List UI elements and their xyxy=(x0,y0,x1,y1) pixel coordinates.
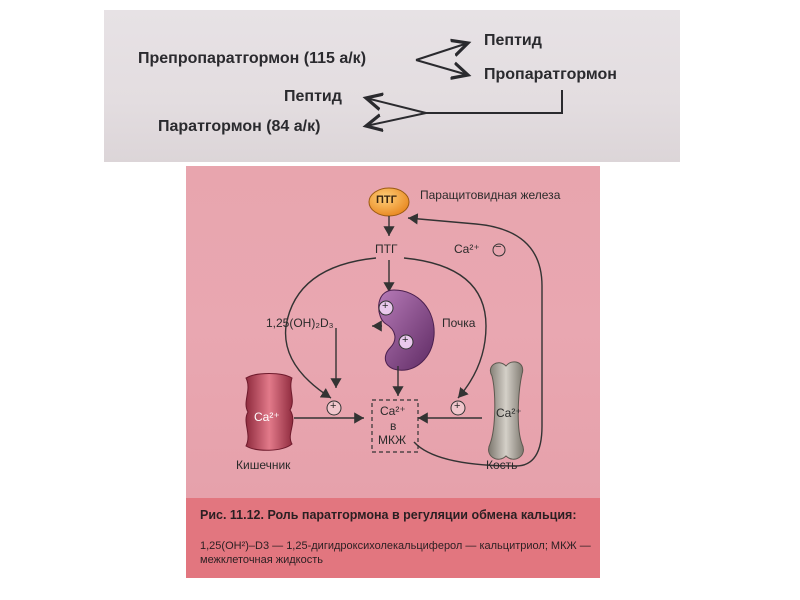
ca-feedback-label: Ca²⁺ xyxy=(454,242,480,256)
arrow-to-proparathormone xyxy=(416,60,468,75)
arrow-proparathormone-down xyxy=(426,90,562,113)
plus-sign-kidney-bottom: + xyxy=(402,334,408,346)
ecf-ca-label: Ca²⁺ xyxy=(380,404,406,418)
peptide-label-1: Пептид xyxy=(484,32,542,50)
caption-title: Рис. 11.12. Роль паратгормона в регуляци… xyxy=(200,508,590,523)
hormone-synthesis-scheme: Препропаратгормон (115 а/к) Пептид Пропа… xyxy=(104,10,680,162)
bone-ca-label: Ca²⁺ xyxy=(496,406,522,420)
arrow-to-peptide-1 xyxy=(416,43,468,60)
ecf-in-label: в xyxy=(390,419,396,433)
calcitriol-label: 1,25(OH)₂D₃ xyxy=(266,316,334,330)
ecf-label: МКЖ xyxy=(378,433,406,447)
ptg-center-label: ПТГ xyxy=(375,242,397,256)
parathormone-label: Паратгормон (84 а/к) xyxy=(158,118,320,136)
plus-sign-bone: + xyxy=(454,400,460,412)
intestine-label: Кишечник xyxy=(236,458,290,472)
kidney-label: Почка xyxy=(442,316,475,330)
caption-body: 1,25(OH²)–D3 — 1,25-дигидроксихолекальци… xyxy=(200,539,592,567)
plus-sign-kidney-top: + xyxy=(382,300,388,312)
intestine-ca-label: Ca²⁺ xyxy=(254,410,280,424)
figure-caption: Рис. 11.12. Роль паратгормона в регуляци… xyxy=(186,498,600,578)
gland-label: Паращитовидная железа xyxy=(420,188,570,202)
calcium-regulation-figure: ПТГ Паращитовидная железа ПТГ Ca²⁺ − 1,2… xyxy=(186,166,600,578)
minus-sign: − xyxy=(495,241,501,253)
peptide-label-2: Пептид xyxy=(284,88,342,106)
diagram-canvas xyxy=(186,166,600,498)
ptg-node-label: ПТГ xyxy=(376,194,397,206)
arrow-to-parathormone xyxy=(366,113,426,126)
bone-label: Кость xyxy=(486,458,517,472)
preproparathormone-label: Препропаратгормон (115 а/к) xyxy=(138,50,366,68)
scheme-arrows xyxy=(104,10,680,162)
arrow-to-peptide-2 xyxy=(366,98,426,113)
plus-sign-intestine: + xyxy=(330,400,336,412)
proparathormone-label: Пропаратгормон xyxy=(484,66,617,84)
